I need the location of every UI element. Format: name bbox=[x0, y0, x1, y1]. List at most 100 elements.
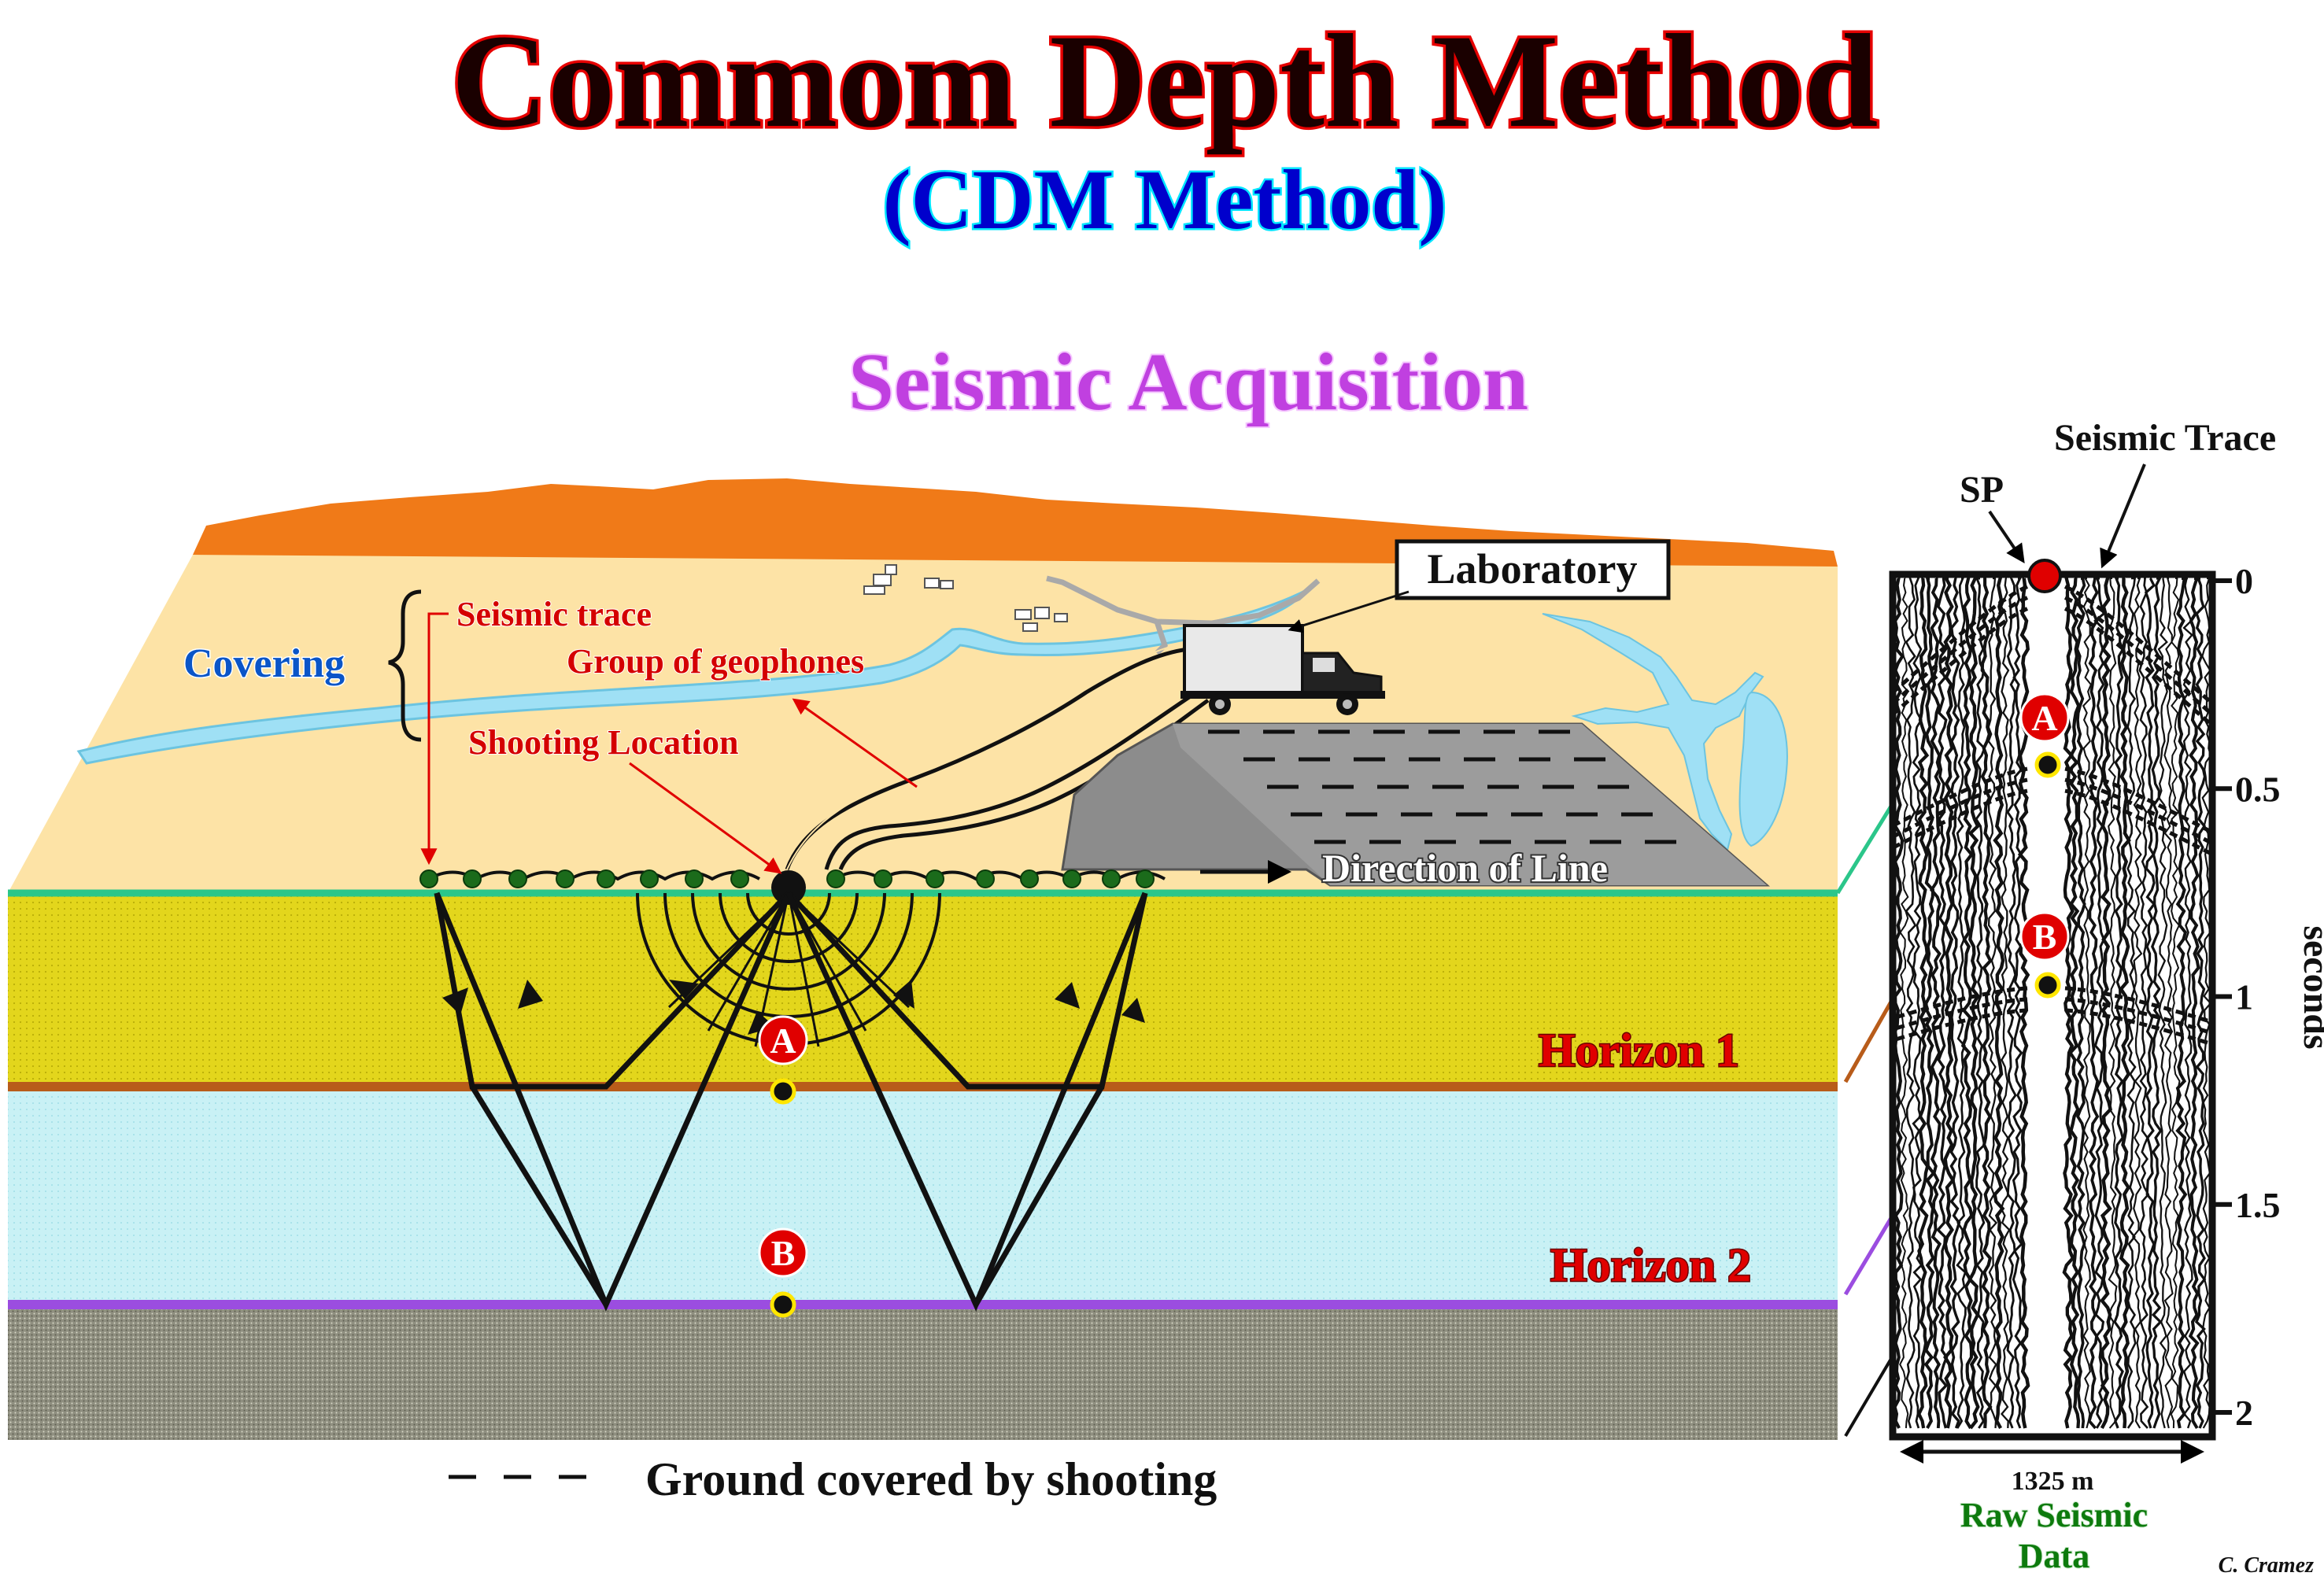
time-tick-label: 0.5 bbox=[2235, 769, 2281, 809]
seismic-trace bbox=[2131, 577, 2143, 1429]
cable-1 bbox=[785, 647, 1189, 870]
seismic-trace bbox=[1960, 576, 1974, 1430]
seismic-traces bbox=[1895, 576, 2210, 1430]
river-right bbox=[1542, 613, 1764, 851]
panel-marker-b-label: B bbox=[2033, 917, 2057, 957]
cable-1b bbox=[786, 640, 1197, 870]
sp-marker bbox=[2027, 559, 2062, 593]
time-tick-label: 1 bbox=[2235, 977, 2253, 1017]
group-geophones-arrow bbox=[792, 698, 918, 788]
layer-2 bbox=[8, 1090, 1838, 1302]
seismic-trace bbox=[1993, 576, 2005, 1430]
reflection-event bbox=[2064, 777, 2210, 844]
coverage-dashes bbox=[1208, 729, 1676, 844]
sp-arrow bbox=[1988, 510, 2025, 563]
width-label: 1325 m bbox=[2012, 1467, 2094, 1496]
time-tick-label: 2 bbox=[2235, 1393, 2253, 1433]
seismic-trace-arrow-panel bbox=[2100, 463, 2146, 569]
ray-arrowheads bbox=[442, 980, 1145, 1035]
direction-of-line-label: Direction of Line bbox=[1322, 846, 1608, 890]
seismic-trace bbox=[2170, 578, 2181, 1429]
reflection-event bbox=[2064, 596, 2210, 715]
ray-paths bbox=[434, 891, 1148, 1312]
seismic-trace bbox=[2087, 577, 2100, 1430]
raw-seismic-line-2: Data bbox=[2019, 1537, 2089, 1575]
seismic-trace bbox=[2194, 577, 2207, 1429]
seismic-trace bbox=[2093, 577, 2105, 1429]
marker-b: B bbox=[758, 1227, 808, 1278]
marker-b-label: B bbox=[771, 1233, 796, 1273]
ray-h1-right-outer bbox=[786, 891, 1148, 1090]
seismic-trace bbox=[2144, 577, 2156, 1429]
reflection-event bbox=[1895, 788, 2028, 849]
depth-point-b bbox=[770, 1291, 796, 1318]
seismic-trace bbox=[1905, 577, 1917, 1429]
seismic-trace bbox=[1899, 578, 1909, 1429]
seismic-trace bbox=[1967, 576, 1981, 1430]
recording-truck bbox=[1180, 624, 1385, 715]
geophones bbox=[419, 869, 1155, 888]
seismic-trace bbox=[2182, 577, 2193, 1429]
depth-point-a bbox=[770, 1078, 796, 1105]
time-tick-label: 1.5 bbox=[2235, 1185, 2281, 1225]
sub-title: (CDM Method) bbox=[883, 153, 1447, 247]
marker-a: A bbox=[758, 1015, 808, 1065]
reflection-event bbox=[1895, 777, 2028, 838]
reflection-event bbox=[2064, 607, 2210, 726]
horizon-2-label: Horizon 2 bbox=[1550, 1239, 1751, 1291]
ray-h2-right-out bbox=[973, 1085, 1105, 1306]
geophone-spread bbox=[419, 869, 1166, 1047]
horizon-1-label: Horizon 1 bbox=[1539, 1024, 1739, 1076]
shooting-location-arrow bbox=[629, 762, 782, 874]
reflection-event bbox=[2064, 766, 2210, 833]
seismic-trace bbox=[2201, 577, 2210, 1429]
seismic-trace bbox=[1987, 577, 1998, 1429]
seismic-trace bbox=[2119, 576, 2131, 1429]
shot-point bbox=[771, 870, 806, 905]
main-title: Commom Depth Method bbox=[451, 7, 1878, 155]
seismic-trace bbox=[1975, 577, 1986, 1429]
time-axis-ticks: 0 0.5 1 1.5 2 bbox=[2212, 561, 2281, 1433]
seismic-trace bbox=[2157, 577, 2168, 1429]
seismic-trace bbox=[1949, 577, 1961, 1429]
layer-1 bbox=[8, 893, 1838, 1083]
shooting-ground-top bbox=[1173, 724, 1767, 885]
seismic-trace bbox=[1980, 576, 1993, 1429]
seismic-trace bbox=[1936, 577, 1949, 1429]
seismic-trace bbox=[2000, 577, 2011, 1429]
laboratory-label: Laboratory bbox=[1428, 545, 1638, 592]
seismic-trace bbox=[2151, 577, 2163, 1429]
legend-label: Ground covered by shooting bbox=[645, 1453, 1217, 1505]
credit: C. Cramez bbox=[2219, 1553, 2314, 1578]
covering-label: Covering bbox=[183, 641, 345, 686]
reflection-event bbox=[1895, 596, 2029, 704]
seconds-axis-label: seconds bbox=[2296, 925, 2324, 1049]
seismic-trace-arrow bbox=[420, 612, 449, 866]
seismic-trace bbox=[2175, 577, 2188, 1429]
seismic-trace bbox=[2113, 577, 2125, 1429]
seismic-trace bbox=[1923, 577, 1936, 1429]
reflection-event bbox=[2064, 788, 2210, 855]
basement bbox=[8, 1308, 1838, 1440]
seismic-trace bbox=[2082, 577, 2093, 1429]
reflection-event bbox=[1895, 766, 2028, 827]
section-title: Seismic Acquisition bbox=[848, 337, 1528, 427]
seismic-trace bbox=[2163, 577, 2174, 1429]
seismic-trace bbox=[2100, 576, 2113, 1430]
panel-depth-point-b bbox=[2034, 972, 2061, 999]
raw-seismic-line-1: Raw Seismic bbox=[1960, 1496, 2148, 1534]
ray-h2-left-out bbox=[470, 1085, 608, 1306]
panel-marker-a-label: A bbox=[2031, 698, 2057, 738]
time-tick-label: 0 bbox=[2235, 561, 2253, 601]
seismic-trace-panel-label: Seismic Trace bbox=[2054, 417, 2276, 459]
group-geophones-label: Group of geophones bbox=[567, 642, 864, 681]
panel-marker-a: A bbox=[2019, 692, 2070, 743]
cable-2 bbox=[824, 690, 1198, 870]
lake-right bbox=[1738, 691, 1788, 847]
covering-brace bbox=[388, 589, 422, 742]
seismic-trace bbox=[2138, 577, 2150, 1429]
reflection-event bbox=[1895, 607, 2029, 715]
seismic-trace bbox=[1912, 577, 1923, 1429]
shooting-location-label: Shooting Location bbox=[468, 723, 739, 762]
